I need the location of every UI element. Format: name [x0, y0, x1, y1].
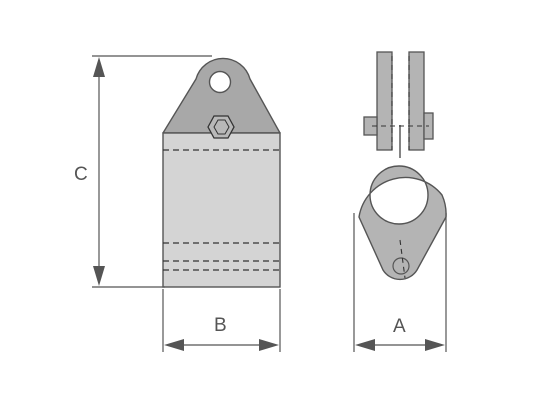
hex-bolt-inner: [213, 119, 230, 135]
front-view: [162, 57, 281, 288]
dim-a-arrow-left: [355, 339, 375, 351]
front-body: [162, 132, 281, 288]
side-pivot-hole: [392, 257, 410, 275]
front-lug-hole: [208, 70, 232, 94]
side-view: [358, 51, 447, 281]
side-left-tab: [376, 51, 393, 151]
hex-bolt-icon: [207, 115, 235, 139]
dim-b-label: B: [214, 315, 227, 336]
dim-a-arrow-right: [425, 339, 445, 351]
dim-b-arrow-left: [164, 339, 184, 351]
dim-c-label: C: [74, 164, 88, 185]
dimensions: [92, 55, 447, 352]
dim-c-arrow-top: [93, 57, 105, 77]
dim-c-arrow-bottom: [93, 266, 105, 286]
side-ring: [358, 165, 447, 281]
dim-a-label: A: [393, 316, 406, 337]
front-lug: [162, 57, 281, 134]
dim-b-arrow-right: [259, 339, 279, 351]
side-right-tab: [408, 51, 425, 151]
